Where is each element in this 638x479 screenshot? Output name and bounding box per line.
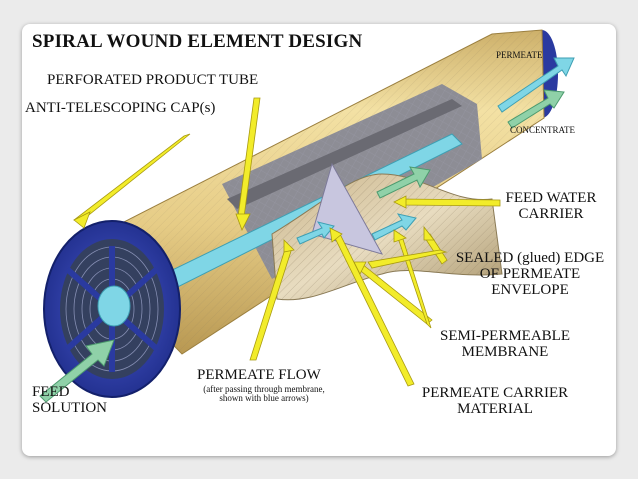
feed-solution-arrow <box>39 339 115 403</box>
permeate-flow-note: (after passing through membrane, shown w… <box>184 384 344 404</box>
carrier-material-line-1: PERMEATE CARRIER <box>421 385 569 401</box>
feed-water-carrier-line-1: FEED WATER <box>505 190 597 206</box>
sealed-edge-line-1: SEALED (glued) EDGE <box>455 250 605 266</box>
permeate-flow-note-line-1: (after passing through membrane, <box>203 384 325 394</box>
feed-carrier-arrow <box>376 166 431 199</box>
feed-solution-line-1: FEED <box>32 384 70 400</box>
feed-water-carrier-label: FEED WATER CARRIER <box>492 190 610 223</box>
permeate-flow-note-line-2: shown with blue arrows) <box>219 393 309 404</box>
permeate-out-arrow <box>497 57 575 113</box>
feed-water-carrier-line-2: CARRIER <box>518 205 584 222</box>
anti-telescoping-cap-label: ANTI-TELESCOPING CAP(s) <box>25 100 216 116</box>
callout-pointers <box>73 97 501 387</box>
sealed-edge-line-2: OF PERMEATE <box>479 265 581 282</box>
spiral-wound-element-illustration <box>39 29 575 403</box>
concentrate-out-arrow <box>507 89 565 129</box>
feed-solution-label: FEED SOLUTION <box>32 384 107 417</box>
slide: SPIRAL WOUND ELEMENT DESIGN PERMEATE CON… <box>22 24 616 456</box>
membrane-line-2: MEMBRANE <box>461 343 549 360</box>
permeate-label: PERMEATE <box>496 50 543 60</box>
permeate-carrier-material-label: PERMEATE CARRIER MATERIAL <box>410 385 580 418</box>
front-anti-telescoping-cap <box>43 220 181 398</box>
permeate-flow-label: PERMEATE FLOW <box>197 367 321 383</box>
sealed-edge-label: SEALED (glued) EDGE OF PERMEATE ENVELOPE <box>447 250 613 298</box>
semi-permeable-membrane-label: SEMI-PERMEABLE MEMBRANE <box>432 328 578 361</box>
diagram-title: SPIRAL WOUND ELEMENT DESIGN <box>32 31 363 52</box>
carrier-material-line-2: MATERIAL <box>457 400 533 417</box>
concentrate-label: CONCENTRATE <box>510 125 575 135</box>
membrane-line-1: SEMI-PERMEABLE <box>439 328 570 344</box>
feed-solution-line-2: SOLUTION <box>32 399 107 416</box>
sealed-edge-line-3: ENVELOPE <box>491 281 569 298</box>
permeate-flow-blue-arrows <box>296 213 417 245</box>
perforated-product-tube-label: PERFORATED PRODUCT TUBE <box>47 72 259 88</box>
